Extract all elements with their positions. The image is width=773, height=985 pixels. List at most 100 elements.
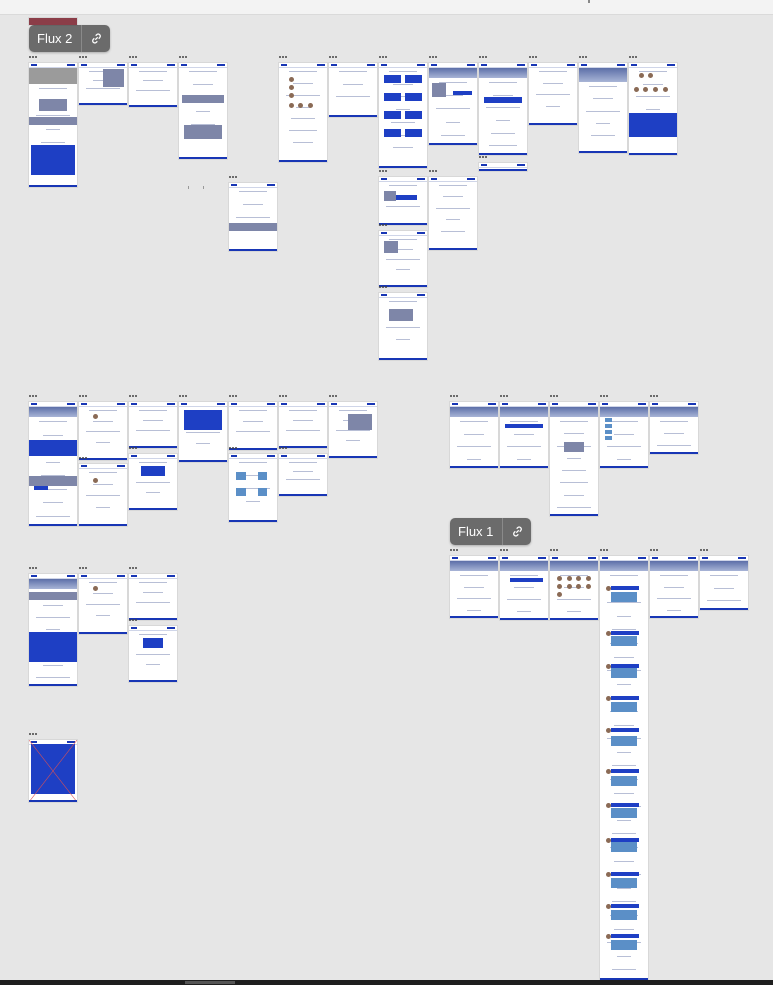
- frame-menu-icon[interactable]: [229, 447, 241, 450]
- frame-menu-icon[interactable]: [379, 170, 391, 173]
- frame-menu-icon[interactable]: [279, 395, 291, 398]
- wireframe-frame[interactable]: [529, 56, 577, 125]
- wireframe-frame[interactable]: [479, 56, 527, 155]
- frame-menu-icon[interactable]: [500, 395, 512, 398]
- frame-menu-icon[interactable]: [129, 447, 141, 450]
- wireframe-frame[interactable]: [379, 286, 427, 360]
- wireframe-frame[interactable]: [129, 56, 177, 107]
- wireframe-frame[interactable]: [329, 56, 377, 117]
- frame-menu-icon[interactable]: [129, 395, 141, 398]
- frame-menu-icon[interactable]: [129, 567, 141, 570]
- frame-menu-icon[interactable]: [429, 56, 441, 59]
- wireframe-frame[interactable]: [650, 395, 698, 454]
- frame-menu-icon[interactable]: [329, 56, 341, 59]
- frame-menu-icon[interactable]: [579, 56, 591, 59]
- frame-menu-icon[interactable]: [229, 395, 241, 398]
- wireframe-frame[interactable]: [129, 567, 177, 620]
- frame-menu-icon[interactable]: [229, 176, 241, 179]
- wireframe-frame[interactable]: [700, 549, 748, 610]
- wireframe-frame[interactable]: [629, 56, 677, 155]
- wireframe-frame[interactable]: [500, 549, 548, 620]
- wireframe-frame[interactable]: [279, 447, 327, 496]
- wireframe-frame[interactable]: [179, 395, 227, 462]
- wireframe-frame[interactable]: [429, 56, 477, 145]
- frame-menu-icon[interactable]: [550, 395, 562, 398]
- wireframe-frame[interactable]: [479, 156, 527, 171]
- frame-menu-icon[interactable]: [79, 567, 91, 570]
- wireframe-frame[interactable]: [550, 395, 598, 516]
- frame-menu-icon[interactable]: [600, 395, 612, 398]
- frame-menu-icon[interactable]: [429, 170, 441, 173]
- frame-menu-icon[interactable]: [279, 56, 291, 59]
- wireframe-frame[interactable]: [279, 56, 327, 162]
- wireframe-frame[interactable]: [550, 549, 598, 620]
- wireframe-frame[interactable]: [379, 224, 427, 287]
- wireframe-frame[interactable]: [379, 170, 427, 225]
- wireframe-frame[interactable]: [600, 395, 648, 468]
- wireframe-frame[interactable]: [129, 395, 177, 448]
- frame-menu-icon[interactable]: [29, 395, 41, 398]
- frame-menu-icon[interactable]: [79, 395, 91, 398]
- wireframe-frame[interactable]: [29, 733, 77, 802]
- frame-menu-icon[interactable]: [600, 549, 612, 552]
- frame-menu-icon[interactable]: [479, 56, 491, 59]
- wireframe-frame[interactable]: [79, 56, 127, 105]
- wireframe-frame[interactable]: [379, 56, 427, 168]
- wireframe-frame[interactable]: [79, 567, 127, 634]
- frame-menu-icon[interactable]: [650, 395, 662, 398]
- frame-menu-icon[interactable]: [129, 56, 141, 59]
- wireframe-frame[interactable]: [129, 619, 177, 682]
- wireframe-frame[interactable]: [500, 395, 548, 468]
- flux-2-tag[interactable]: Flux 2: [29, 25, 111, 52]
- blue-block: [143, 638, 163, 648]
- bottom-scrollbar[interactable]: [0, 980, 773, 985]
- wireframe-frame[interactable]: [79, 457, 127, 526]
- wireframe-frame[interactable]: [229, 176, 277, 251]
- wireframe-frame[interactable]: [329, 395, 377, 458]
- flux-1-tag[interactable]: Flux 1: [450, 518, 532, 545]
- frame-menu-icon[interactable]: [379, 286, 391, 289]
- wireframe-frame[interactable]: [450, 395, 498, 468]
- wireframe-frame[interactable]: [29, 567, 77, 686]
- wireframe-frame[interactable]: [29, 56, 77, 187]
- wireframe-frame[interactable]: [29, 395, 77, 526]
- wireframe-frame[interactable]: [429, 170, 477, 250]
- frame-menu-icon[interactable]: [700, 549, 712, 552]
- frame-thumbnail[interactable]: [29, 18, 77, 25]
- wireframe-frame[interactable]: [229, 447, 277, 522]
- frame-menu-icon[interactable]: [650, 549, 662, 552]
- frame-menu-icon[interactable]: [79, 457, 91, 460]
- frame-menu-icon[interactable]: [29, 56, 41, 59]
- scrollbar-thumb[interactable]: [185, 981, 235, 984]
- frame-menu-icon[interactable]: [79, 56, 91, 59]
- frame-menu-icon[interactable]: [129, 619, 141, 622]
- avatar: [643, 87, 649, 92]
- wireframe-frame[interactable]: [600, 549, 648, 980]
- wireframe-frame[interactable]: [179, 56, 227, 159]
- frame-menu-icon[interactable]: [279, 447, 291, 450]
- frame-menu-icon[interactable]: [529, 56, 541, 59]
- wireframe-frame[interactable]: [279, 395, 327, 448]
- frame-menu-icon[interactable]: [450, 395, 462, 398]
- frame-menu-icon[interactable]: [629, 56, 641, 59]
- wireframe-frame[interactable]: [450, 549, 498, 618]
- frame-menu-icon[interactable]: [329, 395, 341, 398]
- frame-menu-icon[interactable]: [29, 733, 41, 736]
- frame-menu-icon[interactable]: [179, 56, 191, 59]
- frame-menu-icon[interactable]: [450, 549, 462, 552]
- link-icon[interactable]: [503, 518, 531, 545]
- frame-menu-icon[interactable]: [179, 395, 191, 398]
- frame-menu-icon[interactable]: [550, 549, 562, 552]
- wireframe-frame[interactable]: [650, 549, 698, 618]
- frame-menu-icon[interactable]: [379, 56, 391, 59]
- frame-menu-icon[interactable]: [479, 156, 491, 159]
- text-line: [86, 604, 120, 605]
- frame-menu-icon[interactable]: [379, 224, 391, 227]
- wireframe-frame[interactable]: [79, 395, 127, 460]
- frame-menu-icon[interactable]: [500, 549, 512, 552]
- link-icon[interactable]: [82, 25, 110, 52]
- wireframe-frame[interactable]: [229, 395, 277, 450]
- frame-menu-icon[interactable]: [29, 567, 41, 570]
- wireframe-frame[interactable]: [129, 447, 177, 510]
- wireframe-frame[interactable]: [579, 56, 627, 153]
